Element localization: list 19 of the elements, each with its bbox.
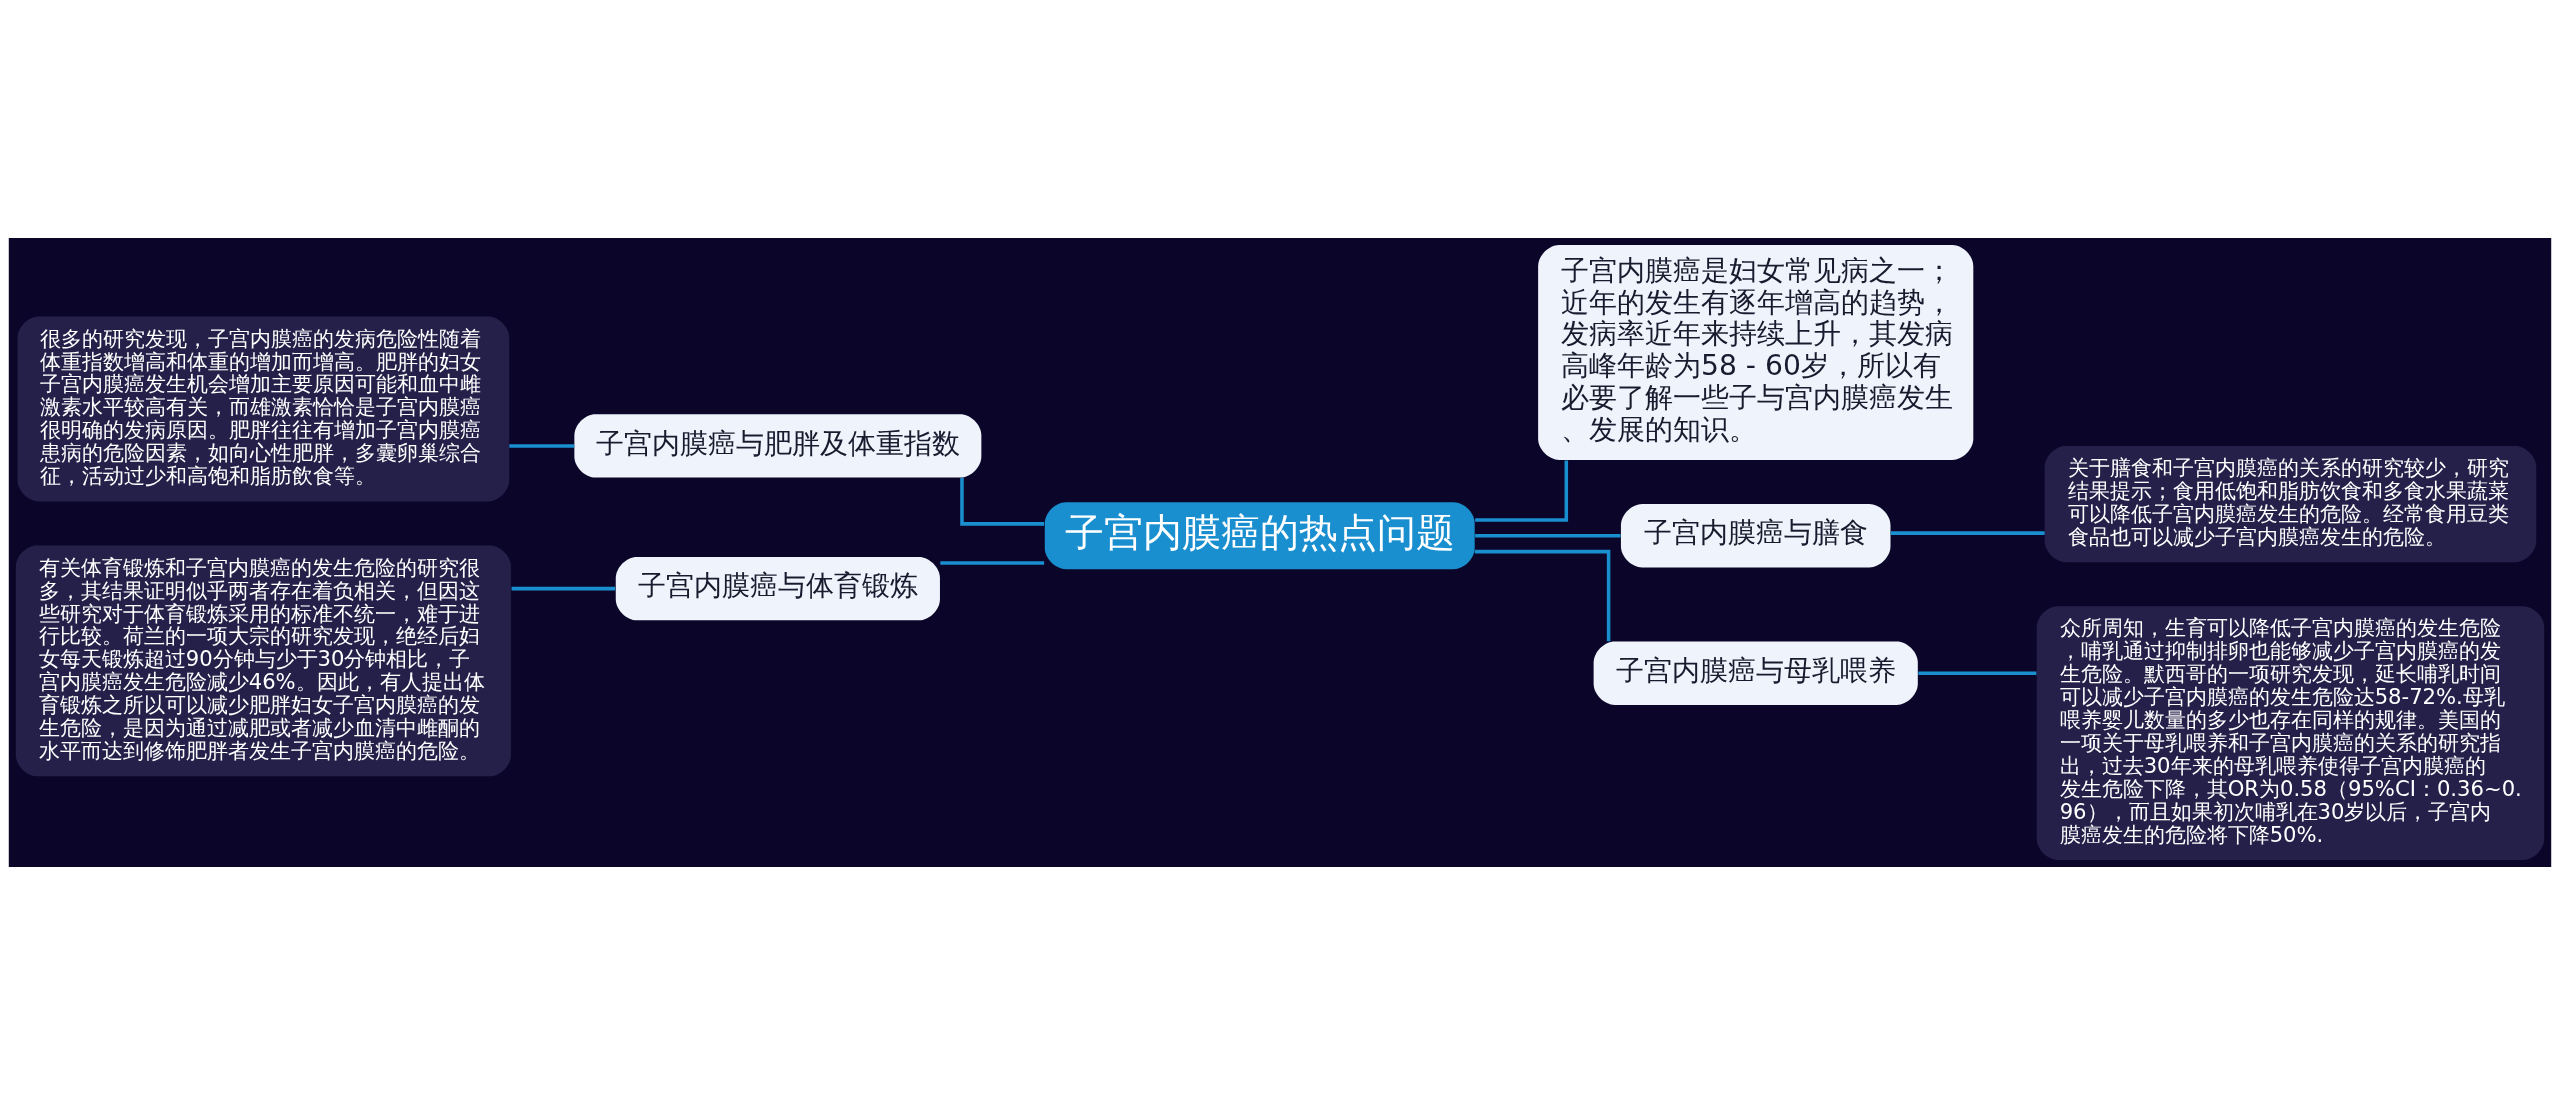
connector <box>1918 670 2037 675</box>
node-box: 子宫内膜癌的热点问题 <box>1044 501 1475 569</box>
connector <box>1475 533 1621 537</box>
connector <box>960 477 1045 526</box>
connector <box>1890 530 2045 535</box>
connector <box>1475 459 1569 522</box>
node-box: 子宫内膜癌与体育锻炼 <box>615 556 940 620</box>
node-box: 关于膳食和子宫内膜癌的关系的研究较少，研究结果提示；食用低饱和脂肪饮食和多食水果蔬菜可以降低子宫内膜癌发生的危险。经常食用豆类食品也可以减少子宫内膜癌发生的危险。 <box>2044 445 2537 562</box>
node-box: 众所周知，生育可以降低子宫内膜癌的发生危险，哺乳通过抑制排卵也能够减少子宫内膜癌的发生危险。默西哥的一项研究发现，延长哺乳时间可以减少子宫内膜癌的发生危险达58-72%.母乳喂养婴儿数量的多少也存在同样的规律。美国的一项关于母乳喂养和子宫内膜癌的关系的研究指出，过去30年来的母乳喂养使得子宫内膜癌的发生危险下降，其OR为0.58（95%CI：0.36~0.96），而且如果初次哺乳在30岁以后，子宫内膜癌发生的危险将下降50%. <box>2036 605 2545 860</box>
node-box: 子宫内膜癌与膳食 <box>1620 503 1891 567</box>
connector <box>940 560 1045 565</box>
node-box: 很多的研究发现，子宫内膜癌的发病危险性随着体重指数增高和体重的增加而增高。肥胖的妇女子宫内膜癌发生机会增加主要原因可能和血中雌激素水平较高有关，而雄激素恰恰是子宫内膜癌很明确的发病原因。肥胖往往有增加子宫内膜癌患病的危险因素，如向心性肥胖，多囊卵巢综合征，活动过少和高饱和脂肪飲食等。 <box>17 315 510 501</box>
node-box: 子宫内膜癌与母乳喂养 <box>1593 641 1918 705</box>
connector <box>1474 549 1611 641</box>
connector <box>509 443 575 448</box>
node-box: 子宫内膜癌是妇女常见病之一；近年的发生有逐年增高的趋势，发病率近年来持续上升，其发病高峰年龄为58 - 60岁，所以有必要了解一些子与宫内膜癌发生、发展的知识。 <box>1538 244 1974 460</box>
node-box: 子宫内膜癌与肥胖及体重指数 <box>574 413 982 478</box>
connector <box>511 586 616 590</box>
node-box: 有关体育锻炼和子宫内膜癌的发生危险的研究很多，其结果证明似乎两者存在着负相关，但因这些研究对于体育锻炼采用的标准不统一，难于进行比较。荷兰的一项大宗的研究发现，绝经后妇女每天锻炼超过90分钟与少于30分钟相比，子宫内膜癌发生危险减少46%。因此，有人提出体育锻炼之所以可以减少肥胖妇女子宫内膜癌的发生危险，是因为通过减肥或者减少血清中雌酮的水平而达到修饰肥胖者发生子宫内膜癌的危险。 <box>15 544 511 776</box>
